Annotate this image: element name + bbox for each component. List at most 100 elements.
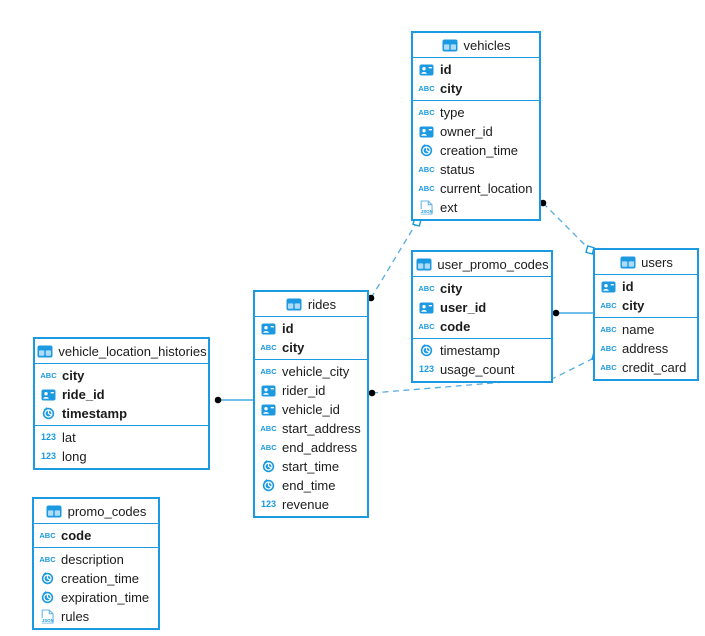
field-row-timestamp: timestamp — [413, 341, 551, 360]
field-row-creation_time: creation_time — [34, 569, 158, 588]
relationship-user_promo_codes-users[interactable] — [552, 309, 594, 317]
field-row-current_location: ABC current_location — [413, 179, 539, 198]
number-type-icon: 123 — [260, 499, 277, 509]
uuid-type-icon — [260, 323, 277, 335]
field-label: status — [440, 162, 475, 177]
field-row-rider_id: rider_id — [255, 381, 367, 400]
field-label: city — [440, 81, 463, 96]
string-type-icon: ABC — [600, 300, 617, 310]
field-row-ride_id: ride_id — [35, 385, 208, 404]
field-label: rules — [61, 609, 90, 624]
field-label: vehicle_id — [282, 402, 340, 417]
field-row-timestamp: timestamp — [35, 404, 208, 423]
field-row-rules: JSON rules — [34, 607, 158, 626]
uuid-type-icon — [418, 126, 435, 138]
field-label: usage_count — [440, 362, 515, 377]
uuid-type-icon — [260, 404, 277, 416]
field-label: city — [622, 298, 645, 313]
table-title: users — [641, 254, 673, 270]
field-label: code — [440, 319, 471, 334]
table-header: rides — [255, 292, 367, 317]
relationship-line[interactable] — [542, 202, 591, 251]
string-type-icon: ABC — [39, 554, 56, 564]
string-type-icon: ABC — [418, 283, 435, 293]
table-title: rides — [307, 296, 337, 312]
relationship-vehicle_location_histories-rides[interactable] — [214, 396, 254, 404]
relationship-vehicles-users[interactable] — [539, 199, 595, 255]
uuid-type-icon — [40, 389, 57, 401]
field-label: end_address — [282, 440, 358, 455]
table-icon — [619, 256, 636, 269]
string-type-icon: ABC — [260, 423, 277, 433]
cardinality-dot-marker — [367, 294, 375, 302]
string-type-icon: ABC — [418, 107, 435, 117]
uuid-type-icon — [418, 302, 435, 314]
field-label: ride_id — [62, 387, 105, 402]
table-icon — [36, 345, 53, 358]
string-type-icon: ABC — [260, 366, 277, 376]
string-type-icon: ABC — [40, 370, 57, 380]
timestamp-type-icon — [39, 591, 56, 604]
field-label: vehicle_city — [282, 364, 350, 379]
json-type-icon: JSON — [39, 609, 56, 624]
field-row-code: ABC code — [413, 317, 551, 336]
field-label: name — [622, 322, 655, 337]
number-type-icon: 123 — [40, 451, 57, 461]
field-label: id — [440, 62, 452, 77]
field-label: long — [62, 449, 87, 464]
relationship-line[interactable] — [370, 221, 418, 299]
field-label: city — [282, 340, 305, 355]
cardinality-dot-marker — [214, 396, 222, 404]
relationship-line[interactable] — [371, 356, 597, 394]
field-row-owner_id: owner_id — [413, 122, 539, 141]
table-icon — [415, 258, 432, 271]
string-type-icon: ABC — [600, 343, 617, 353]
field-row-id: id — [413, 60, 539, 79]
field-label: current_location — [440, 181, 533, 196]
string-type-icon: ABC — [418, 183, 435, 193]
table-title: promo_codes — [67, 503, 147, 519]
uuid-type-icon — [418, 64, 435, 76]
table-icon — [442, 39, 459, 52]
table-icon — [286, 298, 303, 311]
uuid-type-icon — [260, 385, 277, 397]
field-label: city — [62, 368, 85, 383]
field-label: credit_card — [622, 360, 687, 375]
number-type-icon: 123 — [40, 432, 57, 442]
field-label: id — [622, 279, 634, 294]
field-row-address: ABC address — [595, 339, 697, 358]
field-label: revenue — [282, 497, 329, 512]
table-header: user_promo_codes — [413, 252, 551, 277]
field-label: end_time — [282, 478, 336, 493]
string-type-icon: ABC — [600, 362, 617, 372]
string-type-icon: ABC — [418, 321, 435, 331]
field-label: address — [622, 341, 669, 356]
field-row-city: ABC city — [35, 366, 208, 385]
timestamp-type-icon — [418, 144, 435, 157]
table-header: vehicle_location_histories — [35, 339, 208, 364]
field-label: lat — [62, 430, 76, 445]
table-header: promo_codes — [34, 499, 158, 524]
json-type-icon: JSON — [418, 200, 435, 215]
string-type-icon: ABC — [39, 530, 56, 540]
